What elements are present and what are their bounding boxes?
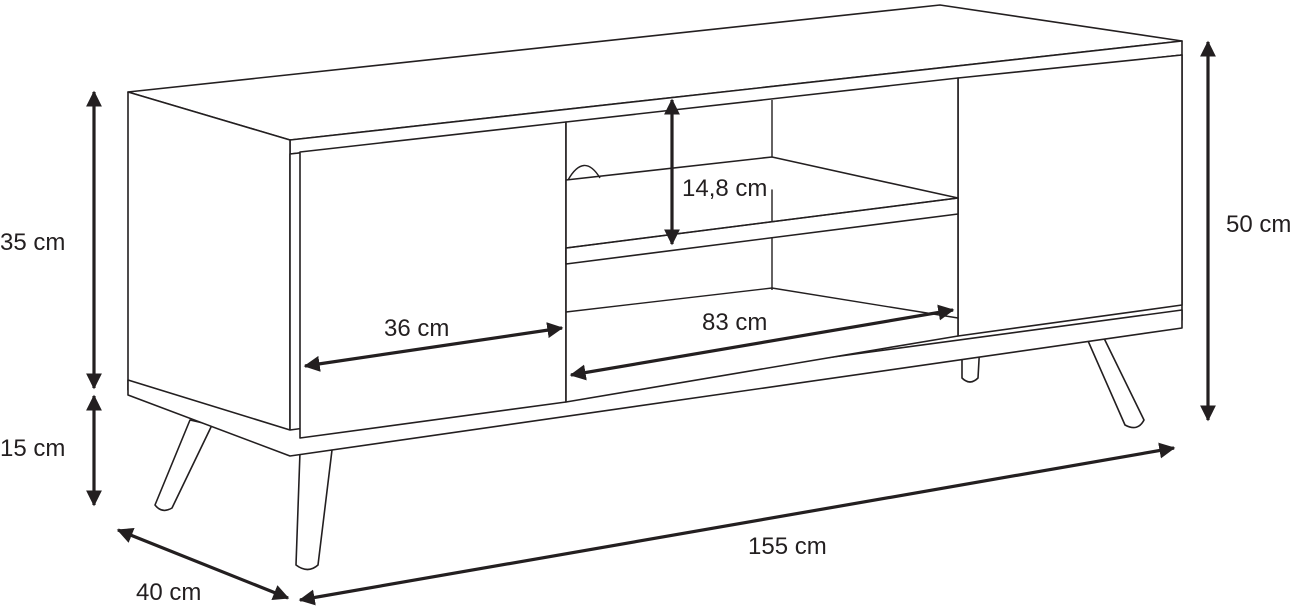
label-opening-width: 83 cm xyxy=(702,309,767,336)
dim-arrow-door-width xyxy=(303,322,564,372)
label-total-width: 155 cm xyxy=(748,533,827,560)
label-height-lower: 15 cm xyxy=(0,435,65,462)
label-depth: 40 cm xyxy=(136,579,201,606)
label-height-upper: 35 cm xyxy=(0,229,65,256)
cable-hole xyxy=(567,164,601,181)
dim-arrow-opening-width xyxy=(569,304,955,381)
label-height-total: 50 cm xyxy=(1226,211,1291,238)
label-door-width: 36 cm xyxy=(384,315,449,342)
dimension-lines xyxy=(86,40,1216,606)
dim-arrow-depth xyxy=(116,528,290,600)
cabinet xyxy=(127,4,1183,457)
label-shelf-gap: 14,8 cm xyxy=(682,175,767,202)
dim-arrow-total-width xyxy=(298,442,1176,606)
shelf-front-edge xyxy=(565,197,959,249)
front-left-leg xyxy=(295,449,333,571)
back-left-leg xyxy=(154,419,213,512)
right-door xyxy=(957,54,1183,337)
dimension-labels: 35 cm 15 cm 50 cm 14,8 cm 36 cm 83 cm 15… xyxy=(0,175,1291,606)
front-right-leg xyxy=(1084,329,1145,429)
left-door xyxy=(299,121,567,439)
